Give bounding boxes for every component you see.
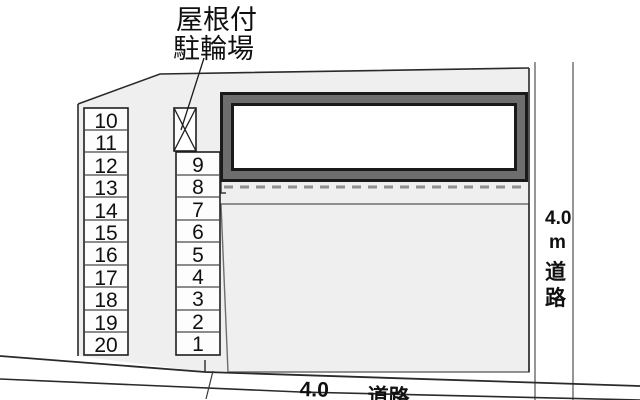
bottom-road-tick [205, 370, 214, 400]
road-edge-lower-bottom [0, 378, 640, 400]
parking-stall-7[interactable]: 7 [192, 198, 204, 222]
parking-stall-18[interactable]: 18 [94, 289, 118, 313]
parking-stall-6[interactable]: 6 [192, 221, 204, 245]
property-boundary-upper-left [77, 67, 530, 105]
parking-stall-17[interactable]: 17 [94, 266, 118, 290]
parking-stall-8[interactable]: 8 [192, 176, 204, 200]
parking-stall-20[interactable]: 20 [94, 334, 118, 357]
bottom-road-kanji: 道路 [367, 383, 410, 400]
parking-stall-9[interactable]: 9 [192, 154, 204, 177]
bicycle-parking-x-mark [173, 107, 197, 152]
right-road-width-value: 4.0 [545, 208, 572, 229]
parking-stall-3[interactable]: 3 [192, 288, 204, 312]
roof-label-leader-line [180, 57, 205, 131]
right-road-kanji-michi: 道 [545, 260, 566, 284]
stall-middle-frame [175, 151, 221, 356]
right-road-width-unit: m [549, 232, 566, 253]
parking-stall-15[interactable]: 15 [94, 222, 118, 245]
parking-stall-19[interactable]: 19 [94, 311, 118, 335]
parking-stall-4[interactable]: 4 [192, 266, 204, 289]
parking-stall-1[interactable]: 1 [192, 333, 204, 357]
building-entry-stub [220, 182, 226, 194]
stall-left-dividers [84, 129, 128, 333]
parking-stall-14[interactable]: 14 [94, 199, 118, 223]
building-interior [234, 106, 514, 168]
parking-stall-13[interactable]: 13 [94, 177, 118, 201]
bottom-road-width-value: 4.0 [299, 378, 330, 400]
stall-middle-dividers [176, 174, 220, 333]
parking-stall-2[interactable]: 2 [192, 310, 204, 334]
parking-stall-12[interactable]: 12 [94, 154, 118, 178]
parking-stall-5[interactable]: 5 [192, 243, 204, 267]
courtyard-area [220, 203, 530, 373]
parking-stall-10[interactable]: 10 [94, 110, 118, 133]
parking-stalls-middle-group [175, 151, 221, 356]
roofed-bicycle-parking-label-line2: 駐輪場 [173, 34, 254, 65]
parking-stall-11[interactable]: 11 [95, 132, 117, 156]
parking-stall-16[interactable]: 16 [94, 244, 118, 268]
stall-left-frame [83, 107, 129, 356]
right-road-kanji-ro: 路 [545, 286, 566, 310]
parking-stalls-left-group [83, 107, 129, 356]
roofed-bicycle-parking-label-line1: 屋根付 [176, 5, 257, 36]
